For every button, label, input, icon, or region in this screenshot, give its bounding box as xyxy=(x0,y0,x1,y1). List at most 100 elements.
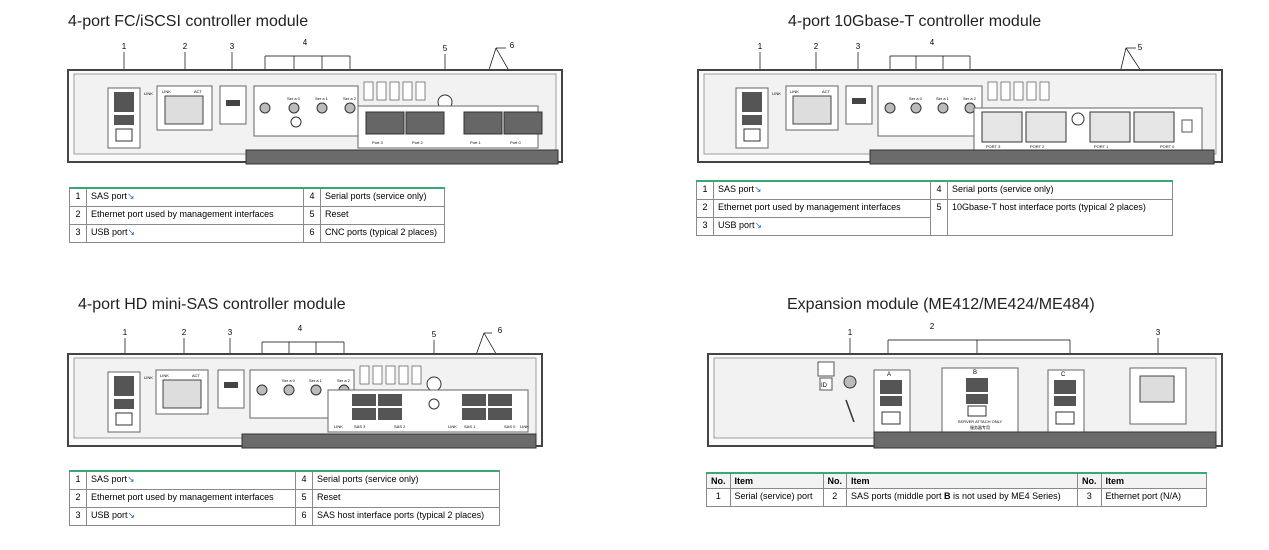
exp-port-b-label: B xyxy=(973,370,977,376)
legend-item: USB port↘ xyxy=(713,217,931,236)
svg-text:Ser a 2: Ser a 2 xyxy=(337,378,351,383)
exp-title: Expansion module (ME412/ME424/ME484) xyxy=(787,296,1095,313)
legend-num: 4 xyxy=(295,470,313,490)
fc-callout-1: 1 xyxy=(122,42,127,51)
svg-text:PORT 3: PORT 3 xyxy=(986,144,1001,149)
tbase-callout-3: 3 xyxy=(856,42,861,51)
svg-text:Ser a 2: Ser a 2 xyxy=(343,96,357,101)
svg-text:LINK: LINK xyxy=(448,424,457,429)
fc-callout-4: 4 xyxy=(303,38,308,47)
table-row: 3 USB port↘ 6 SAS host interface ports (… xyxy=(69,507,500,526)
exp-callout-1: 1 xyxy=(848,328,853,337)
exp-server-attach-cn-label: 服务器专用 xyxy=(970,424,990,430)
legend-item: Ethernet port used by management interfa… xyxy=(86,489,296,508)
sas-callout-6: 6 xyxy=(498,326,503,335)
legend-num: 2 xyxy=(822,488,847,507)
legend-header: No. xyxy=(1077,472,1102,489)
sas-callout-1: 1 xyxy=(123,328,128,337)
fc-diagram: 1 2 3 4 5 6 LINK LINK ACT Ser a 0 Ser a … xyxy=(67,38,563,165)
svg-text:ACT: ACT xyxy=(192,373,201,378)
legend-num: 4 xyxy=(303,187,321,207)
exp-id-label: ID xyxy=(821,383,828,389)
svg-text:Port 2: Port 2 xyxy=(412,140,423,145)
exp-port-c-label: C xyxy=(1061,372,1066,378)
svg-text:Ser a 0: Ser a 0 xyxy=(287,96,301,101)
table-row: 2 Ethernet port used by management inter… xyxy=(696,199,1173,236)
legend-num: 1 xyxy=(69,470,87,490)
legend-header: No. xyxy=(706,472,731,489)
legend-item: SAS host interface ports (typical 2 plac… xyxy=(312,507,500,526)
svg-text:LINK: LINK xyxy=(520,424,529,429)
sas-callout-2: 2 xyxy=(182,328,187,337)
svg-text:SAS 2: SAS 2 xyxy=(394,424,406,429)
legend-item: Reset xyxy=(312,489,500,508)
svg-text:SAS 3: SAS 3 xyxy=(354,424,366,429)
legend-header: Item xyxy=(1100,472,1207,489)
svg-text:LINK: LINK xyxy=(160,373,169,378)
svg-text:Port 3: Port 3 xyxy=(372,140,383,145)
tbase-callout-2: 2 xyxy=(814,42,819,51)
legend-header: Item xyxy=(729,472,824,489)
legend-num: 1 xyxy=(69,187,87,207)
legend-num: 1 xyxy=(706,488,731,507)
legend-header: Item xyxy=(846,472,1078,489)
legend-item: Ethernet port used by management interfa… xyxy=(86,206,304,225)
legend-num: 3 xyxy=(69,224,87,243)
svg-text:LINK: LINK xyxy=(772,91,781,96)
exp-legend: No. Item No. Item No. Item 1 Serial (ser… xyxy=(706,472,1207,507)
table-row: 1 SAS port↘ 4 Serial ports (service only… xyxy=(69,187,445,207)
tbase-title: 4-port 10Gbase-T controller module xyxy=(788,13,1042,30)
tbase-legend: 1 SAS port↘ 4 Serial ports (service only… xyxy=(696,180,1173,236)
legend-item: SAS port↘ xyxy=(86,470,296,490)
svg-text:PORT 0: PORT 0 xyxy=(1160,144,1175,149)
legend-num: 5 xyxy=(295,489,313,508)
svg-text:ACT: ACT xyxy=(822,89,831,94)
tbase-diagram: 1 2 3 4 5 LINK LINK ACT Ser a 0 Ser a 1 … xyxy=(697,38,1223,165)
svg-text:LINK: LINK xyxy=(790,89,799,94)
legend-item: Serial ports (service only) xyxy=(312,470,500,490)
tbase-callout-5: 5 xyxy=(1138,43,1143,52)
svg-text:LINK: LINK xyxy=(334,424,343,429)
legend-num: 3 xyxy=(1077,488,1102,507)
fc-callout-3: 3 xyxy=(230,42,235,51)
fc-callout-2: 2 xyxy=(183,42,188,51)
svg-text:Ser a 2: Ser a 2 xyxy=(963,96,977,101)
table-row: No. Item No. Item No. Item xyxy=(706,472,1207,489)
sas-title: 4-port HD mini-SAS controller module xyxy=(78,296,346,313)
fc-callout-5: 5 xyxy=(443,44,448,53)
legend-item: USB port↘ xyxy=(86,224,304,243)
table-row: 1 SAS port↘ 4 Serial ports (service only… xyxy=(69,470,500,490)
table-row: 3 USB port↘ 6 CNC ports (typical 2 place… xyxy=(69,224,445,243)
legend-num: 6 xyxy=(295,507,313,526)
table-row: 2 Ethernet port used by management inter… xyxy=(69,206,445,225)
svg-text:Port 0: Port 0 xyxy=(510,140,521,145)
exp-server-attach-label: SERVER ATTACH ONLY xyxy=(958,419,1003,424)
legend-item: CNC ports (typical 2 places) xyxy=(320,224,445,243)
legend-num: 5 xyxy=(303,206,321,225)
table-row: 3 USB port↘ xyxy=(696,217,1173,236)
legend-item: USB port↘ xyxy=(86,507,296,526)
exp-diagram: 1 2 3 ID A B SERVER ATTACH ONLY 服务器专用 C xyxy=(707,322,1223,449)
legend-num: 2 xyxy=(69,206,87,225)
legend-num: 6 xyxy=(303,224,321,243)
table-row: 1 Serial (service) port 2 SAS ports (mid… xyxy=(706,488,1207,507)
svg-text:Port 1: Port 1 xyxy=(470,140,481,145)
svg-text:Ser a 1: Ser a 1 xyxy=(315,96,329,101)
table-row: 1 SAS port↘ 4 Serial ports (service only… xyxy=(696,180,1173,200)
exp-port-a-label: A xyxy=(887,372,891,378)
legend-num: 1 xyxy=(696,180,714,200)
exp-callout-3: 3 xyxy=(1156,328,1161,337)
svg-text:Ser a 1: Ser a 1 xyxy=(936,96,950,101)
table-row: 2 Ethernet port used by management inter… xyxy=(69,489,500,508)
legend-header: No. xyxy=(822,472,847,489)
legend-item: Serial ports (service only) xyxy=(320,187,445,207)
legend-item: SAS port↘ xyxy=(86,187,304,207)
legend-num: 3 xyxy=(696,217,714,236)
legend-item: Serial ports (service only) xyxy=(947,180,1173,200)
fc-title: 4-port FC/iSCSI controller module xyxy=(68,13,309,30)
legend-item: SAS ports (middle port B is not used by … xyxy=(846,488,1078,507)
legend-item: SAS port↘ xyxy=(713,180,931,200)
sas-legend: 1 SAS port↘ 4 Serial ports (service only… xyxy=(69,470,500,526)
tbase-callout-1: 1 xyxy=(758,42,763,51)
svg-text:LINK: LINK xyxy=(162,89,171,94)
